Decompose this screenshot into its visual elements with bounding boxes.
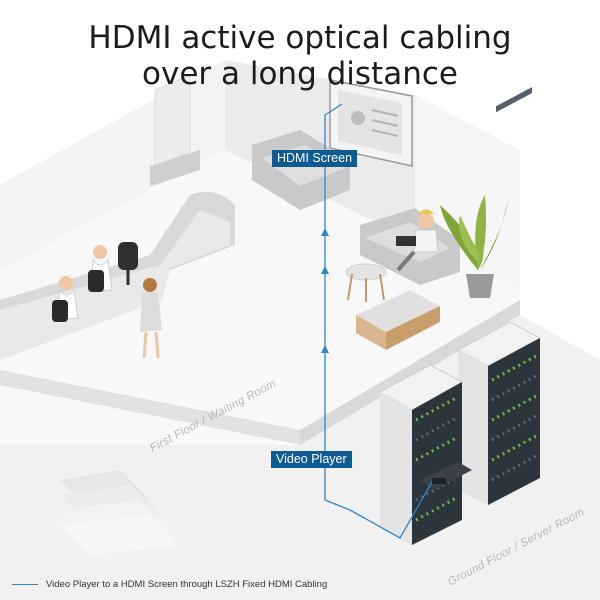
hdmi-cable-route	[324, 103, 433, 539]
server-rack-left	[378, 364, 472, 545]
side-table	[345, 263, 387, 302]
office-chair	[118, 242, 138, 285]
stairs	[60, 470, 180, 555]
person-with-laptop	[396, 209, 439, 272]
cable-direction-arrows	[321, 228, 329, 353]
visitor-person	[140, 278, 162, 359]
server-rack-right	[456, 87, 542, 505]
title-line-2: over a long distance	[142, 56, 458, 92]
legend-text: Video Player to a HDMI Screen through LS…	[46, 579, 328, 590]
receptionist-right	[88, 245, 113, 293]
legend-line-swatch	[12, 584, 38, 585]
title-line-1: HDMI active optical cabling	[88, 20, 512, 56]
hdmi-screen-device	[329, 79, 413, 167]
receptionist-left	[52, 276, 79, 322]
hdmi-screen-label: HDMI Screen	[272, 150, 358, 167]
legend: Video Player to a HDMI Screen through LS…	[12, 579, 327, 590]
video-player-label: Video Player	[271, 451, 352, 468]
diagram-title: HDMI active optical cabling over a long …	[0, 20, 600, 92]
wooden-bench	[356, 290, 440, 350]
floor-slab-right-edge	[300, 300, 520, 445]
potted-plant	[440, 195, 508, 298]
floor-slab-edge	[0, 370, 300, 445]
doorway	[154, 74, 191, 167]
